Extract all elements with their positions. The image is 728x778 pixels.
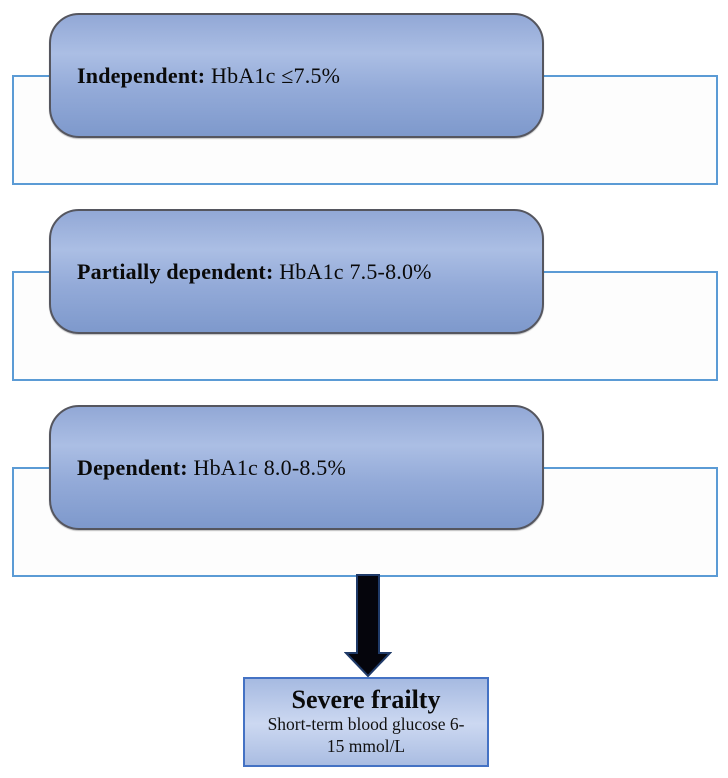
- outcome-title: Severe frailty: [291, 685, 441, 714]
- outcome-subtitle-line: 15 mmol/L: [326, 736, 406, 757]
- tier-box-dependent: Dependent: HbA1c 8.0-8.5%: [49, 405, 544, 530]
- outcome-subtitle-line: Short-term blood glucose 6-: [267, 714, 465, 735]
- tier-box-independent: Independent: HbA1c ≤7.5%: [49, 13, 544, 138]
- tier-text: Dependent: HbA1c 8.0-8.5%: [77, 455, 346, 481]
- tier-value: HbA1c 7.5-8.0%: [279, 258, 432, 284]
- outcome-box-severe-frailty: Severe frailty Short-term blood glucose …: [243, 677, 489, 767]
- tier-label: Independent:: [77, 62, 206, 88]
- tier-label: Partially dependent:: [77, 258, 274, 284]
- tier-label: Dependent:: [77, 454, 188, 480]
- tier-value: HbA1c 8.0-8.5%: [193, 454, 346, 480]
- down-arrow-icon: [344, 574, 392, 677]
- tier-text: Independent: HbA1c ≤7.5%: [77, 63, 340, 89]
- tier-value: HbA1c ≤7.5%: [211, 62, 341, 88]
- tier-text: Partially dependent: HbA1c 7.5-8.0%: [77, 259, 432, 285]
- tier-box-partially-dependent: Partially dependent: HbA1c 7.5-8.0%: [49, 209, 544, 334]
